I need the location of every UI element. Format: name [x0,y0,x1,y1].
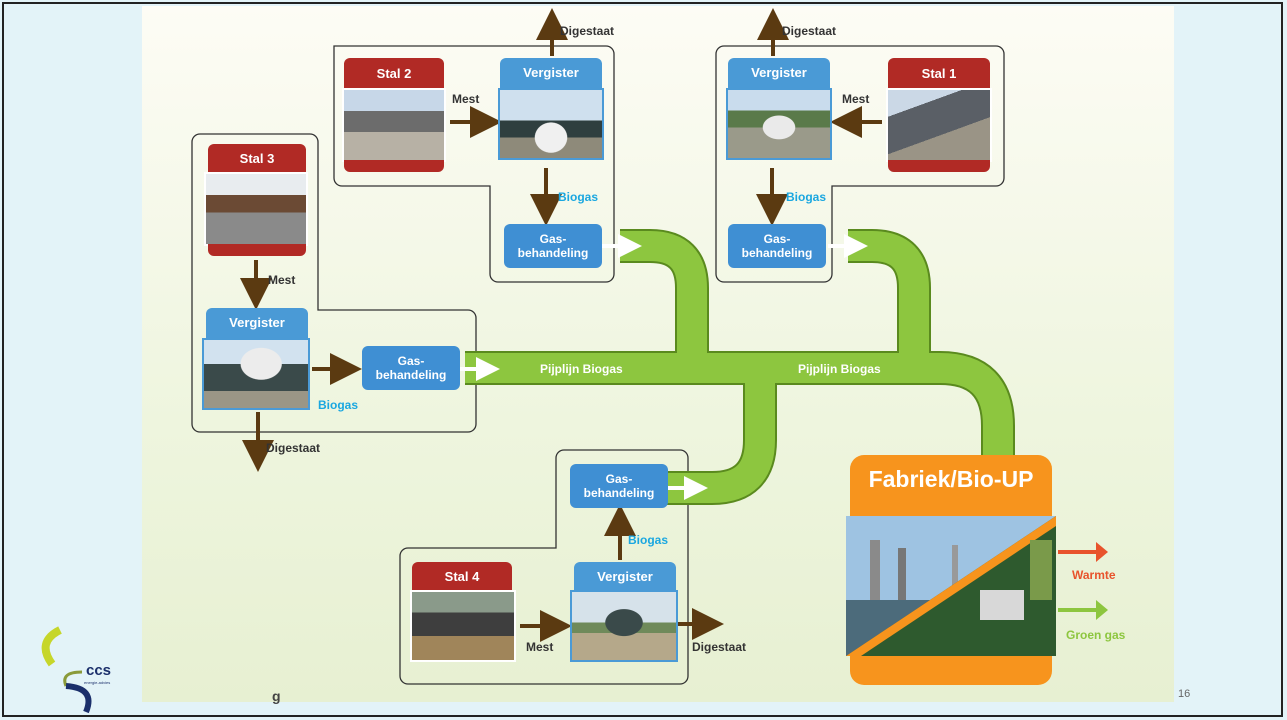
stal1-footer [888,160,990,172]
groen-gas-arrow-head [1096,600,1108,620]
mest-label-stal1: Mest [842,92,870,106]
page-number: 16 [1178,688,1191,700]
fabriek-title: Fabriek/Bio-UP [868,466,1034,492]
fabriek-photo [846,516,1056,656]
digestaat-label-bottom: Digestaat [692,640,747,654]
gas-behandeling-stal3: Gas- behandeling [362,346,460,390]
stal4-photo [410,590,516,662]
mest-label-stal2: Mest [452,92,480,106]
group-outline-stal4 [399,449,689,685]
biogas-label-stal1: Biogas [786,190,827,204]
mest-label-stal3: Mest [268,273,296,287]
biogas-label-stal2: Biogas [558,190,599,204]
biogas-label-stal3: Biogas [318,398,359,412]
vergister-header-stal2: Vergister [500,58,602,88]
vergister-header-stal1: Vergister [728,58,830,88]
stal3-header: Stal 3 [208,144,306,174]
digestaat-label-top-left: Digestaat [560,24,615,38]
stal4-header: Stal 4 [412,562,512,592]
gas-behandeling-stal2: Gas- behandeling [504,224,602,268]
ccs-logo-subtext: energie-advies [84,680,111,685]
warmte-arrow-head [1096,542,1108,562]
group-outline-stal3 [191,133,477,433]
digestaat-label-left: Digestaat [266,441,321,455]
warmte-label: Warmte [1072,568,1116,582]
vergister-header-stal4: Vergister [574,562,676,592]
vergister-header-stal3: Vergister [206,308,308,338]
stal2-footer [344,160,444,172]
stal1-photo [886,88,992,162]
biogas-label-stal4: Biogas [628,533,669,547]
group-outline-stal1 [715,45,1005,283]
digestaat-label-top-right: Digestaat [782,24,837,38]
ccs-logo [41,626,92,714]
ccs-logo-text: ccs [86,662,112,679]
pijplijn-label-2: Pijplijn Biogas [798,362,881,376]
gas-behandeling-stal1: Gas- behandeling [728,224,826,268]
vergister-photo-stal4 [570,590,678,662]
vergister-photo-stal3 [202,338,310,410]
stal2-header: Stal 2 [344,58,444,90]
stal2-photo [342,88,446,162]
gas-behandeling-stal4: Gas- behandeling [570,464,668,508]
pipeline-fill [465,231,1013,503]
vergister-photo-stal1 [726,88,832,160]
vergister-photo-stal2 [498,88,604,160]
mest-label-stal4: Mest [526,640,554,654]
stal3-footer [208,244,306,256]
stal3-photo [204,172,308,246]
groen-gas-label: Groen gas [1066,628,1126,642]
stal1-header: Stal 1 [888,58,990,90]
group-outline-stal2 [333,45,615,283]
footer-text-fragment: g [272,688,281,704]
pijplijn-label-1: Pijplijn Biogas [540,362,623,376]
